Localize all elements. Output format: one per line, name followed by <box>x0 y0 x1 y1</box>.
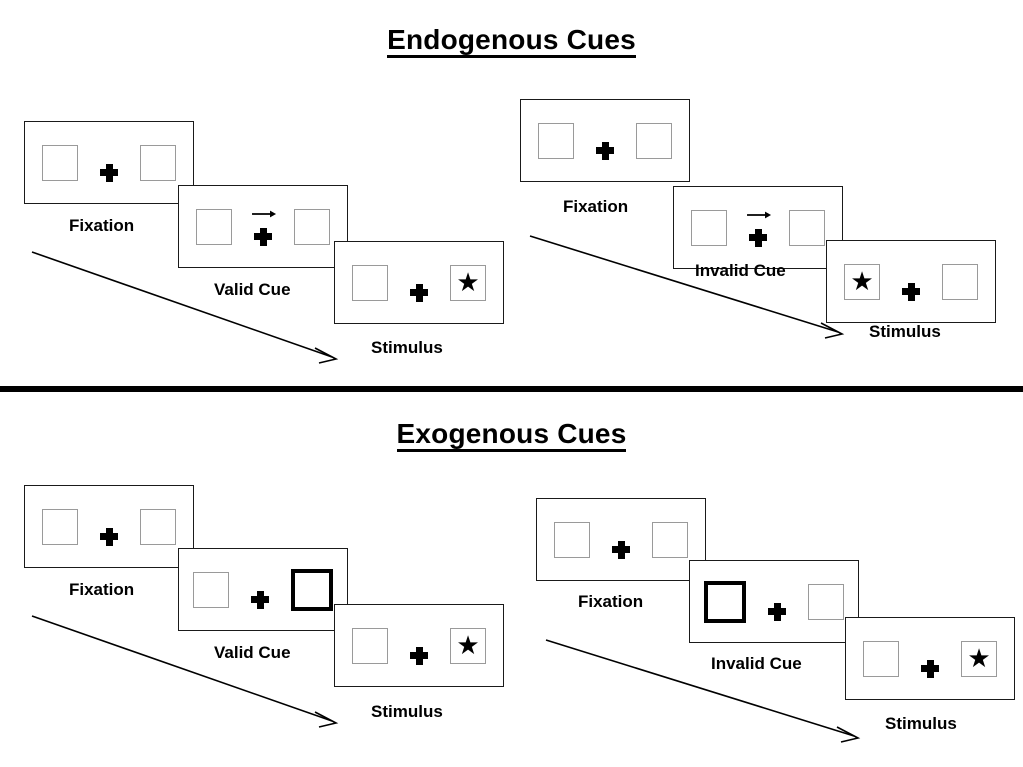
timeline-arrow-exogenous-invalid <box>545 639 861 743</box>
star-icon: ★ <box>967 642 991 673</box>
stage-label-endogenous-valid-stimulus: Stimulus <box>371 338 443 357</box>
fixation-cross-icon <box>410 646 428 665</box>
stage-label-exogenous-invalid-cue: Invalid Cue <box>711 654 802 673</box>
frame-endogenous-valid-cue <box>178 185 348 268</box>
placeholder-box-left <box>352 264 388 301</box>
section-title-endogenous-text: Endogenous Cues <box>387 25 636 59</box>
frame-exogenous-valid-cue <box>178 548 348 631</box>
target-box-left: ★ <box>844 263 880 300</box>
fixation-cross-column <box>606 521 636 559</box>
placeholder-box-right <box>789 209 825 246</box>
placeholder-box-left <box>691 209 727 246</box>
fixation-cross-icon <box>902 282 920 301</box>
placeholder-box-left <box>42 144 78 181</box>
frame-endogenous-invalid-cue <box>673 186 843 269</box>
stage-label-endogenous-invalid-stimulus: Stimulus <box>869 322 941 341</box>
frame-endogenous-invalid-fixation <box>520 99 690 182</box>
fixation-cross-column <box>762 583 792 621</box>
star-icon: ★ <box>850 265 874 296</box>
fixation-cross-icon <box>749 228 767 247</box>
star-icon: ★ <box>456 266 480 297</box>
cue-box-right-highlighted <box>291 568 333 611</box>
frame-content <box>179 549 347 630</box>
fixation-cross-icon <box>410 283 428 302</box>
fixation-cross-column <box>248 208 278 246</box>
frame-content: ★ <box>846 618 1014 699</box>
cue-box-left-highlighted <box>704 580 746 623</box>
frame-endogenous-valid-stimulus: ★ <box>334 241 504 324</box>
placeholder-box-right <box>652 521 688 558</box>
section-title-exogenous: Exogenous Cues <box>0 418 1023 453</box>
placeholder-box-right <box>942 263 978 300</box>
frame-content <box>674 187 842 268</box>
fixation-cross-icon <box>100 163 118 182</box>
stage-label-exogenous-invalid-stimulus: Stimulus <box>885 714 957 733</box>
fixation-cross-icon <box>612 540 630 559</box>
fixation-cross-icon <box>254 227 272 246</box>
stage-label-endogenous-valid-cue: Valid Cue <box>214 280 291 299</box>
arrow-right-icon <box>252 210 277 217</box>
fixation-cross-column <box>896 263 926 301</box>
section-divider <box>0 386 1023 392</box>
stage-label-exogenous-valid-stimulus: Stimulus <box>371 702 443 721</box>
fixation-cross-column <box>743 209 773 247</box>
target-box-right: ★ <box>961 640 997 677</box>
frame-content: ★ <box>335 605 503 686</box>
placeholder-box-left <box>193 571 229 608</box>
stage-label-exogenous-valid-fixation: Fixation <box>69 580 135 599</box>
section-title-endogenous: Endogenous Cues <box>0 24 1023 59</box>
placeholder-box-right <box>140 508 176 545</box>
stage-label-endogenous-invalid-cue: Invalid Cue <box>695 261 786 280</box>
fixation-cross-column <box>404 627 434 665</box>
placeholder-box-left <box>42 508 78 545</box>
frame-content <box>179 186 347 267</box>
placeholder-box-left <box>863 640 899 677</box>
fixation-cross-icon <box>921 659 939 678</box>
frame-content <box>25 486 193 567</box>
fixation-cross-column <box>915 640 945 678</box>
stage-label-endogenous-valid-fixation: Fixation <box>69 216 135 235</box>
placeholder-box-left <box>196 208 232 245</box>
frame-exogenous-invalid-stimulus: ★ <box>845 617 1015 700</box>
frame-content <box>537 499 705 580</box>
placeholder-box-right <box>294 208 330 245</box>
fixation-cross-column <box>94 508 124 546</box>
target-box-right: ★ <box>450 264 486 301</box>
placeholder-box-left <box>554 521 590 558</box>
frame-content: ★ <box>827 241 995 322</box>
frame-endogenous-valid-fixation <box>24 121 194 204</box>
frame-content <box>690 561 858 642</box>
fixation-cross-icon <box>251 590 269 609</box>
frame-exogenous-invalid-cue <box>689 560 859 643</box>
fixation-cross-icon <box>100 527 118 546</box>
stage-label-endogenous-invalid-fixation: Fixation <box>563 197 629 216</box>
section-title-exogenous-text: Exogenous Cues <box>396 419 627 453</box>
frame-exogenous-invalid-fixation <box>536 498 706 581</box>
placeholder-box-left <box>538 122 574 159</box>
frame-exogenous-valid-fixation <box>24 485 194 568</box>
fixation-cross-column <box>590 122 620 160</box>
fixation-cross-icon <box>768 602 786 621</box>
frame-content <box>25 122 193 203</box>
stage-label-exogenous-valid-cue: Valid Cue <box>214 643 291 662</box>
target-box-right: ★ <box>450 627 486 664</box>
fixation-cross-column <box>94 144 124 182</box>
arrow-right-icon <box>747 211 772 218</box>
stage-label-exogenous-invalid-fixation: Fixation <box>578 592 644 611</box>
frame-endogenous-invalid-stimulus: ★ <box>826 240 996 323</box>
frame-content <box>521 100 689 181</box>
frame-exogenous-valid-stimulus: ★ <box>334 604 504 687</box>
fixation-cross-column <box>245 571 275 609</box>
frame-content: ★ <box>335 242 503 323</box>
placeholder-box-right <box>808 583 844 620</box>
fixation-cross-icon <box>596 141 614 160</box>
placeholder-box-left <box>352 627 388 664</box>
placeholder-box-right <box>140 144 176 181</box>
fixation-cross-column <box>404 264 434 302</box>
placeholder-box-right <box>636 122 672 159</box>
star-icon: ★ <box>456 629 480 660</box>
